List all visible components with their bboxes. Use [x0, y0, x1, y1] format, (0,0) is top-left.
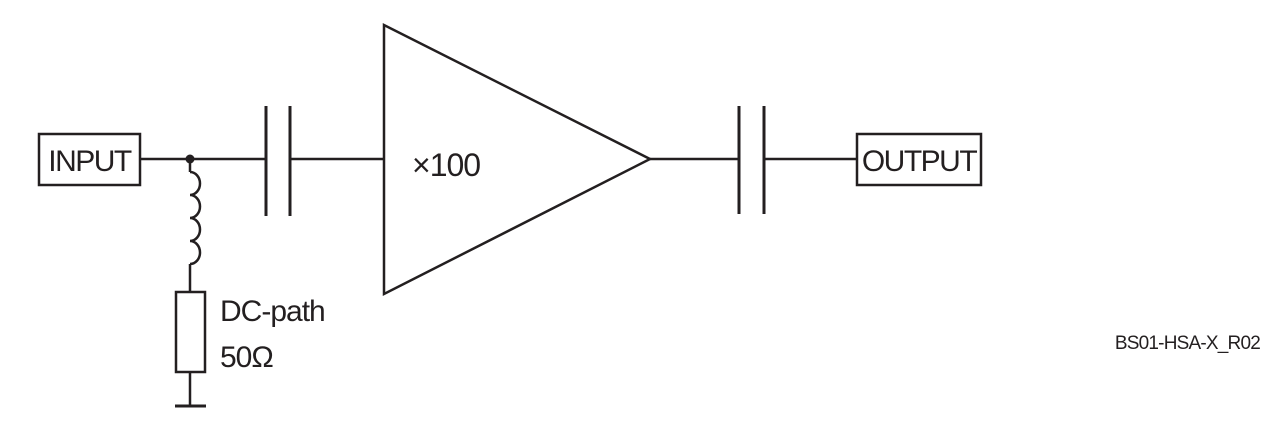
input-capacitor — [264, 106, 292, 216]
output-capacitor — [737, 106, 766, 214]
input-block: INPUT — [37, 132, 142, 187]
input-box — [37, 132, 142, 187]
amplifier: ×100 — [382, 22, 653, 297]
output-box — [855, 132, 983, 187]
amplifier-gain-label: ×100 — [412, 147, 480, 183]
dc-path-label: DC-path — [220, 295, 325, 328]
resistor — [174, 290, 207, 374]
output-label: OUTPUT — [862, 145, 978, 178]
inductor-coil — [189, 170, 202, 266]
reference-code: BS01-HSA-X_R02 — [1115, 333, 1260, 354]
dc-path-resistance-label: 50Ω — [220, 341, 273, 374]
amplifier-triangle — [382, 22, 653, 297]
output-block: OUTPUT — [855, 132, 983, 187]
input-label: INPUT — [48, 145, 132, 178]
